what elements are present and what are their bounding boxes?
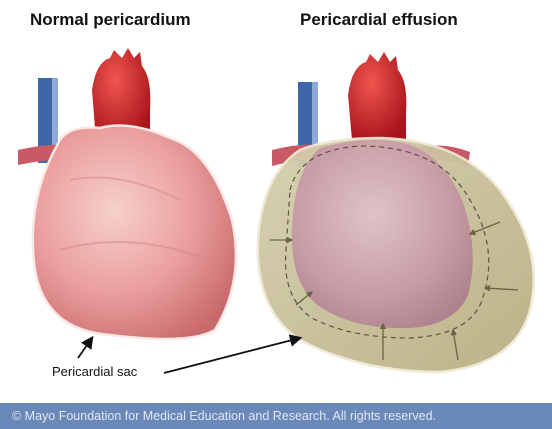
arrow-to-effusion-sac	[164, 338, 300, 373]
normal-heart	[18, 48, 236, 339]
effusion-heart	[258, 52, 534, 372]
copyright-banner: © Mayo Foundation for Medical Education …	[0, 403, 552, 429]
aorta-right	[348, 52, 406, 140]
label-pericardial-sac: Pericardial sac	[52, 364, 137, 379]
arrow-to-normal-sac	[78, 338, 92, 358]
heart-illustration	[0, 0, 552, 400]
pericardium-normal	[33, 126, 236, 339]
